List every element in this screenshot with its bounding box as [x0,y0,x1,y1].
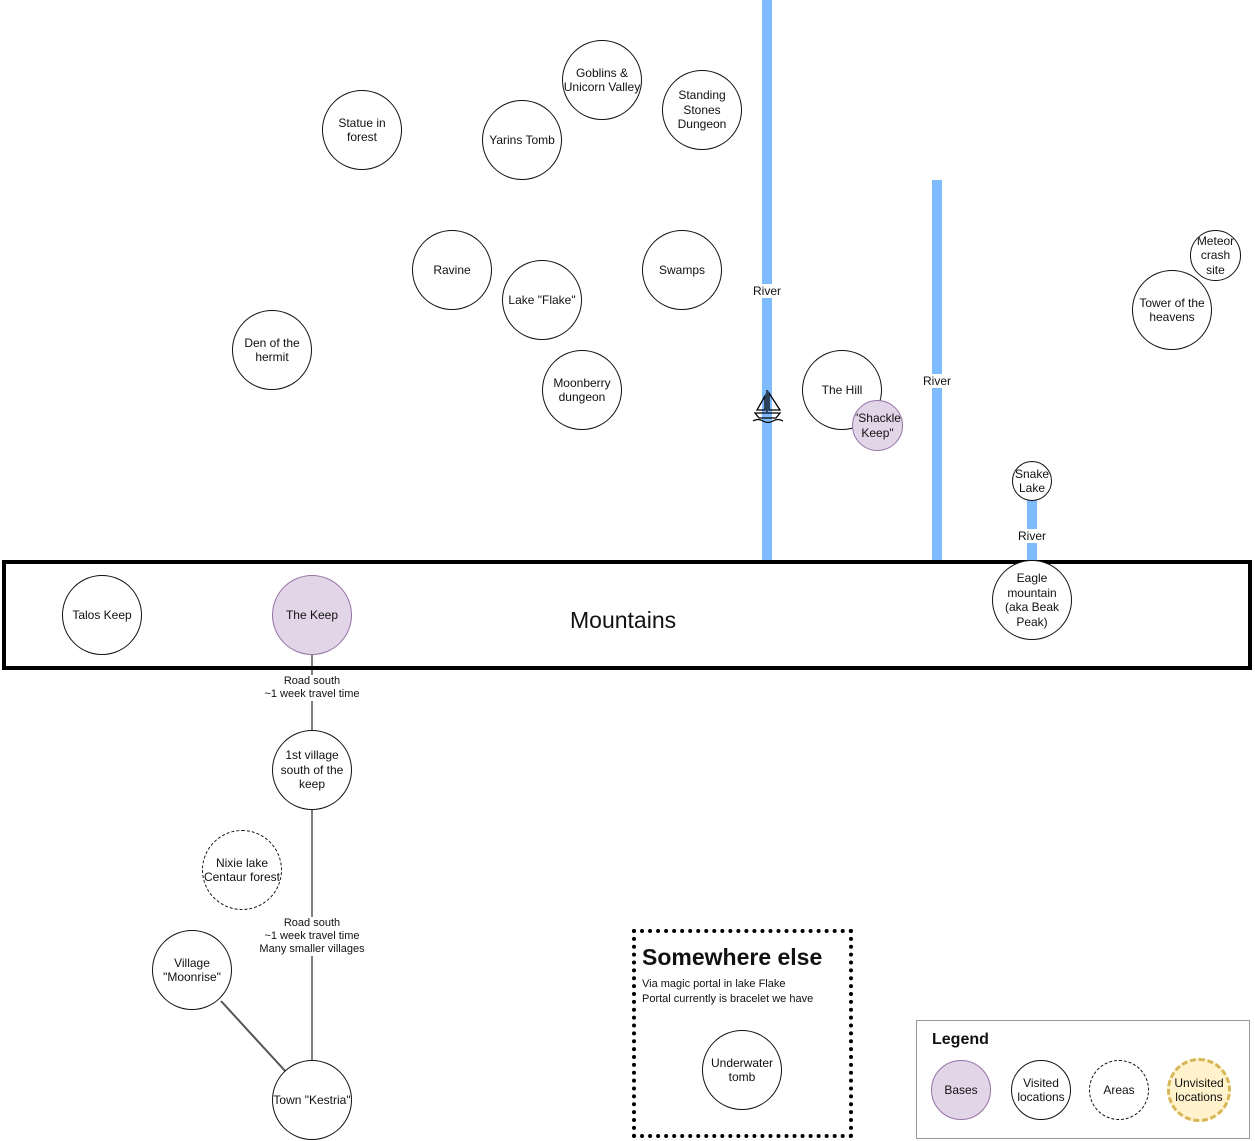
somewhere-else-title: Somewhere else [642,944,823,970]
node-shackle-keep[interactable]: "Shackle Keep" [852,400,903,451]
node-village-moonrise[interactable]: Village "Moonrise" [152,930,232,1010]
mountains-band [2,560,1252,670]
node-moonberry-dungeon[interactable]: Moonberry dungeon [542,350,622,430]
river-label-3: River [1018,529,1047,543]
node-meteor-crash-site[interactable]: Meteor crash site [1190,230,1241,281]
node-yarins-tomb[interactable]: Yarins Tomb [482,100,562,180]
node-swamps[interactable]: Swamps [642,230,722,310]
node-tower-of-the-heavens[interactable]: Tower of the heavens [1132,270,1212,350]
legend-bases: Bases [931,1060,991,1120]
legend-areas: Areas [1089,1060,1149,1120]
node-den-of-the-hermit[interactable]: Den of the hermit [232,310,312,390]
node-ravine[interactable]: Ravine [412,230,492,310]
legend-visited-locations: Visited locations [1011,1060,1071,1120]
river-label-1: River [753,284,782,298]
node-statue-in-forest[interactable]: Statue in forest [322,90,402,170]
sailboat-icon [752,390,784,424]
node-eagle-mountain[interactable]: Eagle mountain (aka Beak Peak) [992,560,1072,640]
river-label-2: River [923,374,952,388]
legend-unvisited-locations: Unvisited locations [1167,1058,1231,1122]
road-moonrise-kestria [220,1000,288,1074]
legend-title: Legend [932,1031,989,1048]
road-label-2: Road south ~1 week travel time Many smal… [247,917,377,956]
node-the-hill[interactable]: The Hill [802,350,882,430]
node-nixie-lake-centaur-forest[interactable]: Nixie lake Centaur forest [202,830,282,910]
mountains-label: Mountains [570,607,677,633]
somewhere-else-description: Via magic portal in lake Flake Portal cu… [642,978,814,1005]
road-label-1: Road south ~1 week travel time [252,675,372,701]
node-town-kestria[interactable]: Town "Kestria" [272,1060,352,1140]
node-1st-village[interactable]: 1st village south of the keep [272,730,352,810]
node-snake-lake[interactable]: Snake Lake [1012,461,1052,501]
node-underwater-tomb[interactable]: Underwater tomb [702,1030,782,1110]
node-goblins-unicorn-valley[interactable]: Goblins & Unicorn Valley [562,40,642,120]
node-lake-flake[interactable]: Lake "Flake" [502,260,582,340]
node-standing-stones-dungeon[interactable]: Standing Stones Dungeon [662,70,742,150]
node-the-keep[interactable]: The Keep [272,575,352,655]
node-talos-keep[interactable]: Talos Keep [62,575,142,655]
